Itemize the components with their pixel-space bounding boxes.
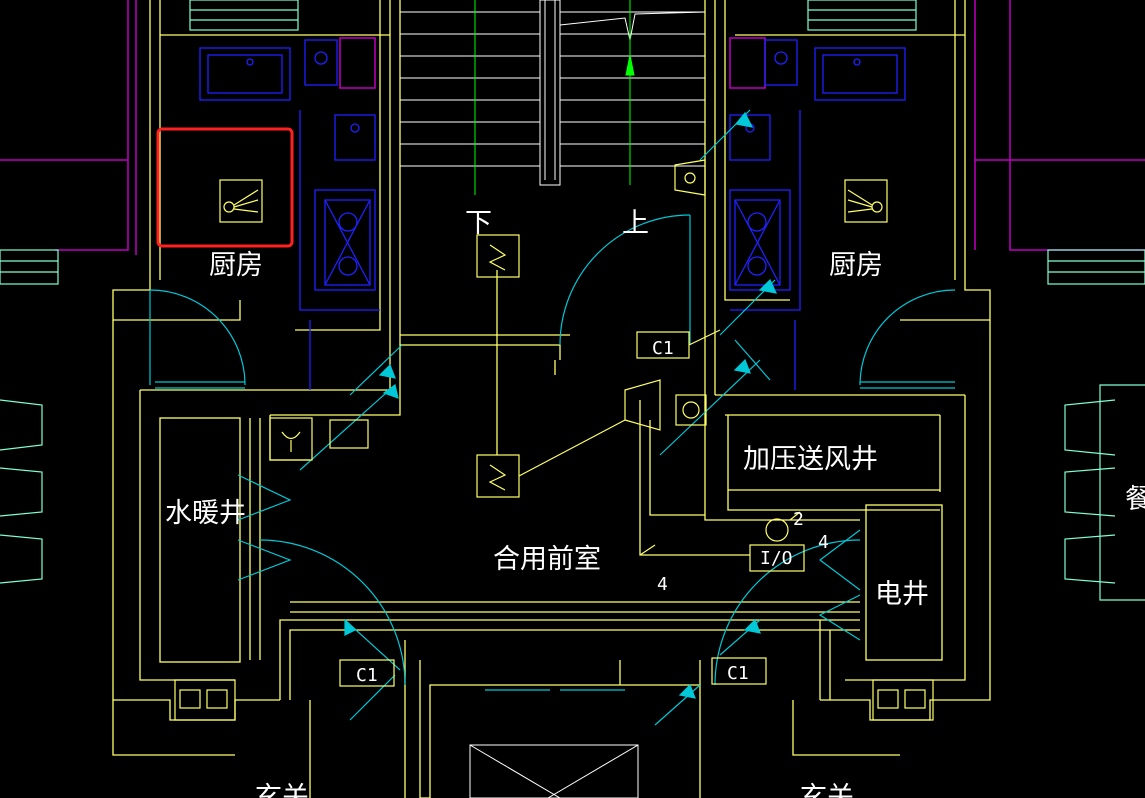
dining-label: 餐 [1125,484,1145,515]
entrance-right-label: 玄关 [800,782,854,798]
stair-up-label: 上 [622,208,649,239]
windows [0,0,1145,601]
kitchen-right-label: 厨房 [829,250,883,281]
pressurized-air-shaft-label: 加压送风井 [743,444,878,475]
walls [112,0,991,798]
stair-down-label: 下 [465,208,492,239]
wire-count: 2 [793,509,804,530]
io-box-label: I/O [760,548,793,569]
door-tag-c1: C1 [727,663,749,684]
room-labels: 厨房 厨房 水暖井 加压送风井 合用前室 电井 餐 玄关 玄关 下 上 C1 C… [165,208,1145,798]
door-swings [149,109,956,726]
shared-front-room-label: 合用前室 [493,544,601,575]
equipment-symbols [174,159,934,721]
electrical-shaft-label: 电井 [875,579,929,610]
elevator-shaft [469,744,639,798]
sills [155,381,955,691]
wire-count: 4 [818,532,829,553]
highlight-box [156,127,294,248]
kitchen-fixtures [199,39,906,390]
wire-count: 4 [657,574,668,595]
stair-axis [474,0,635,195]
door-tag-c1: C1 [356,665,378,686]
water-heating-shaft-label: 水暖井 [165,498,246,529]
door-tag-c1: C1 [652,338,674,359]
entrance-left-label: 玄关 [255,782,309,798]
kitchen-left-label: 厨房 [209,250,263,281]
stair-treads [400,0,706,186]
